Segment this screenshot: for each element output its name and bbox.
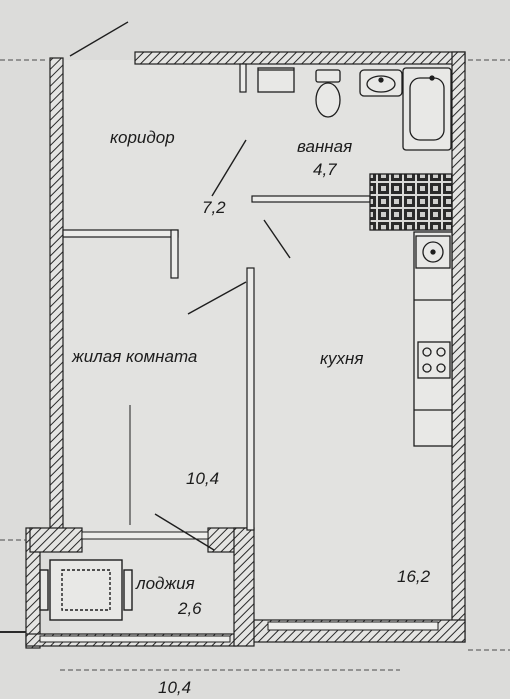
wall-top-stub: [239, 63, 247, 93]
wall-left: [49, 57, 64, 534]
interior-walls: [62, 63, 371, 531]
kitchen-fixtures: [413, 231, 453, 447]
wall-kitchen-living: [246, 267, 255, 531]
room-name-living-room: жилая комната: [72, 347, 198, 366]
dimension-label: 10,4: [158, 678, 192, 697]
shaft: [257, 67, 295, 93]
window-living: [81, 531, 209, 540]
wall-right: [451, 51, 466, 643]
washbasin: [359, 69, 403, 97]
room-area-living-room: 10,4: [186, 469, 220, 488]
wall-corridor-stub-horizontal: [62, 229, 179, 238]
wall-top: [134, 51, 466, 65]
room-area-bathroom: 4,7: [313, 160, 337, 179]
window-kitchen: [267, 621, 439, 631]
wall-loggia-pillar: [233, 527, 255, 647]
room-name-bathroom: ванная: [297, 137, 353, 156]
room-name-loggia: лоджия: [136, 574, 195, 593]
wall-bathroom: [251, 195, 371, 203]
bathroom-fixtures: [257, 67, 453, 231]
room-area-loggia: 2,6: [178, 599, 202, 618]
windows: [39, 531, 439, 643]
door-swings: [69, 21, 291, 551]
stove: [417, 341, 451, 379]
room-name-kitchen: кухня: [320, 349, 364, 368]
loggia-table: [39, 559, 133, 621]
room-name-corridor: коридор: [110, 128, 175, 147]
toilet: [315, 69, 341, 118]
room-area-kitchen: 16,2: [397, 567, 431, 586]
wall-living-bottom-left: [29, 527, 83, 553]
tiled-block: [369, 173, 453, 231]
kitchen-sink: [415, 235, 451, 269]
window-loggia: [39, 635, 231, 643]
wall-corridor-stub-vertical: [170, 229, 179, 279]
dimension-lines: [0, 59, 510, 671]
room-area-corridor: 7,2: [202, 198, 226, 217]
bathtub: [402, 67, 452, 151]
